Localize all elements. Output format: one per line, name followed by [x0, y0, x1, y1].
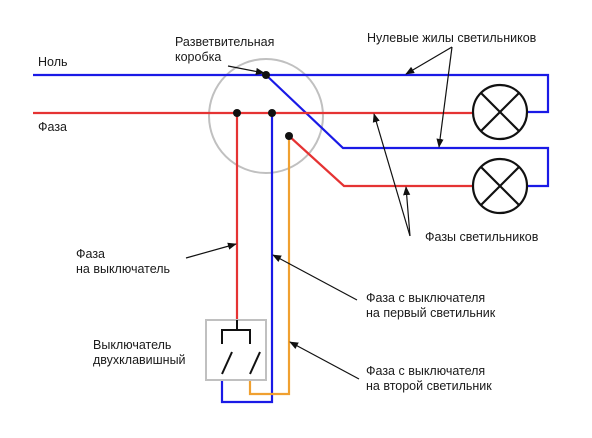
neutral-wires — [33, 73, 550, 404]
junction-box-label-line2: коробка — [175, 50, 221, 64]
arrow-neutral-2 — [436, 46, 453, 148]
phase-to-switch-label-line2: на выключатель — [76, 262, 170, 276]
neutral-junction-dot — [262, 71, 270, 79]
lamp-2-icon — [471, 157, 529, 215]
arrow-junction-box — [227, 65, 265, 75]
phase-wires — [33, 111, 474, 330]
arrow-lamp-phase-2 — [403, 186, 411, 237]
lamp1-switch-junction-dot — [268, 109, 276, 117]
arrow-lamp-phase-1 — [372, 113, 411, 237]
neutral-label: Ноль — [38, 55, 68, 69]
neutral-lamp-wires-label: Нулевые жилы светильников — [367, 31, 537, 45]
switch-to-lamp2-wire — [248, 136, 291, 396]
switch-label-line1: Выключатель — [93, 338, 171, 352]
switch-lamp2-label-line2: на второй светильник — [366, 379, 492, 393]
arrow-phase-to-switch — [185, 242, 237, 259]
arrow-switch-lamp2 — [289, 341, 360, 380]
switch-lamp1-label-line2: на первый светильник — [366, 306, 496, 320]
switch-lamp2-label-line1: Фаза с выключателя — [366, 364, 485, 378]
phase-label: Фаза — [38, 120, 67, 134]
phase-to-lamp2-wire — [288, 135, 474, 188]
arrow-switch-lamp1 — [272, 254, 358, 301]
lamp-phases-label: Фазы светильников — [425, 230, 539, 244]
switch-lamp1-label-line1: Фаза с выключателя — [366, 291, 485, 305]
lamp2-switch-junction-dot — [285, 132, 293, 140]
annotation-arrows — [185, 46, 453, 380]
neutral-main-wire — [33, 73, 550, 114]
arrow-neutral-1 — [405, 46, 453, 75]
switch-label-line2: двухклавишный — [93, 353, 186, 367]
junction-box — [208, 58, 324, 174]
phase-junction-dot — [233, 109, 241, 117]
switch-to-lamp1-wire — [220, 113, 274, 404]
double-switch-icon — [205, 319, 267, 381]
phase-to-switch-label-line1: Фаза — [76, 247, 105, 261]
junction-box-label-line1: Разветвительная — [175, 35, 274, 49]
lamp-1-icon — [471, 83, 529, 141]
junction-dots — [233, 71, 293, 140]
neutral-to-lamp2-wire — [265, 74, 550, 188]
